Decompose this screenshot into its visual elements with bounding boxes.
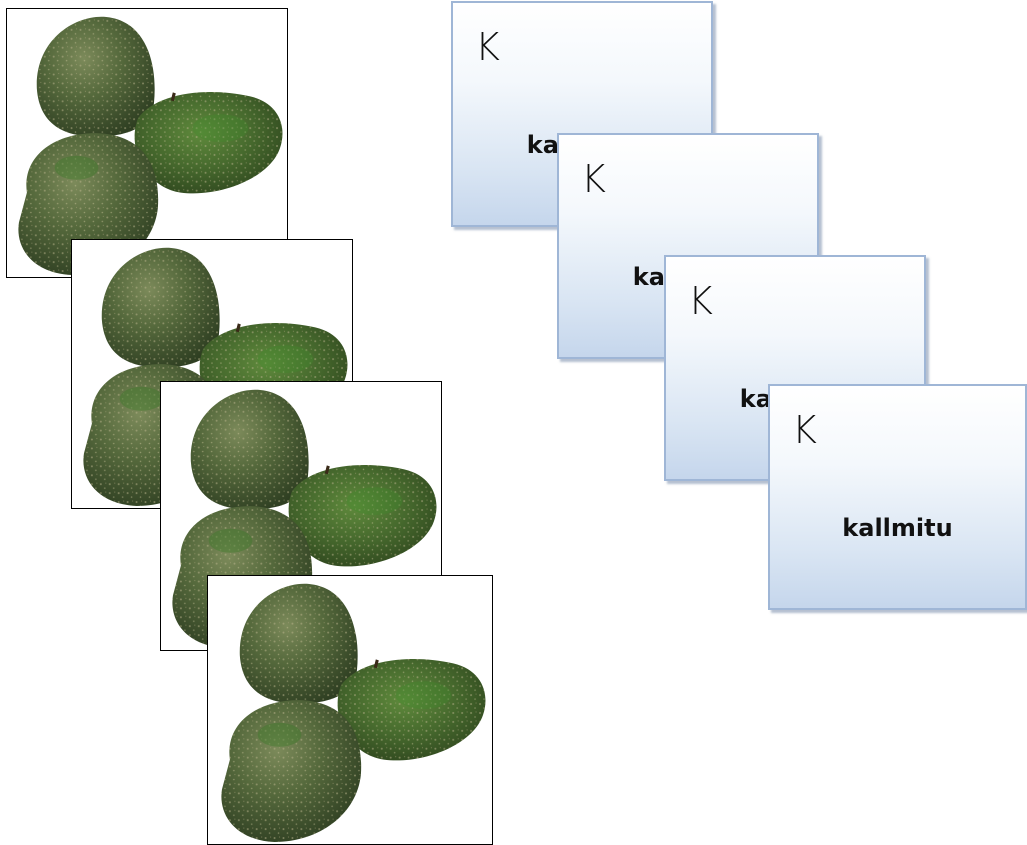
word-card-4: K kallmitu bbox=[768, 384, 1027, 610]
avocado-image bbox=[18, 16, 283, 276]
avocado-photo-card-4 bbox=[207, 575, 493, 845]
card-letter: K bbox=[792, 408, 817, 452]
card-word: kallmitu bbox=[842, 514, 953, 542]
card-letter: K bbox=[688, 279, 713, 323]
card-letter: K bbox=[581, 157, 606, 201]
card-letter: K bbox=[475, 25, 500, 69]
avocado-photo-card-1 bbox=[6, 8, 288, 278]
avocado-image bbox=[221, 583, 486, 843]
